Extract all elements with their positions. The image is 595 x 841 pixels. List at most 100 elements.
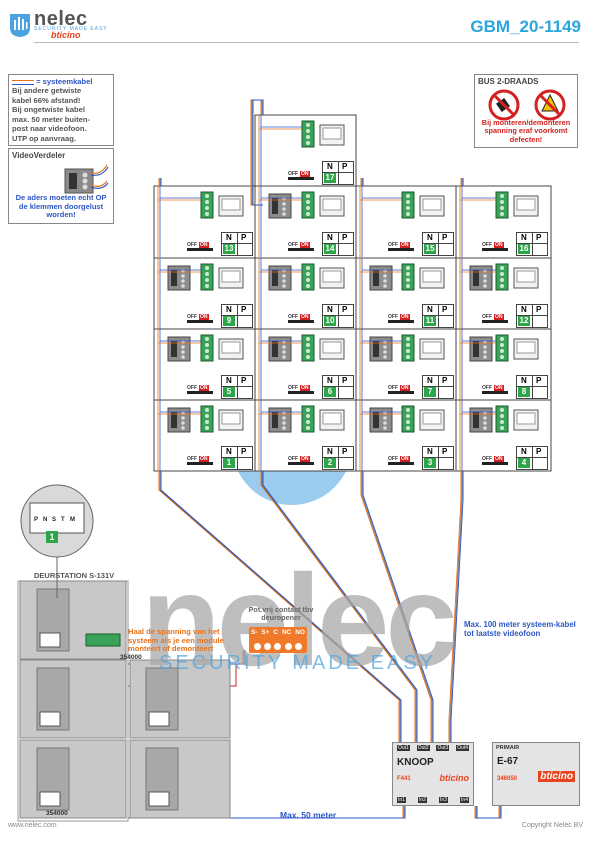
table-divider bbox=[222, 243, 252, 244]
power-warning-note: Haal de spanning van het systeem als je … bbox=[128, 627, 224, 654]
table-divider bbox=[338, 162, 339, 184]
monitor-terminal-block bbox=[495, 263, 509, 291]
max-50m-note: Max. 50 meter bbox=[280, 810, 337, 820]
distributor-terminal bbox=[483, 274, 487, 278]
terminal-screw bbox=[306, 426, 310, 430]
switch-off-label: OFF bbox=[187, 385, 197, 391]
switch-body bbox=[288, 462, 314, 465]
bus-warning-note: Bij monteren/demonteren spanning eraf vo… bbox=[481, 117, 571, 144]
apartment-number: 17 bbox=[324, 173, 336, 183]
n-label: N bbox=[226, 233, 232, 242]
p-label: P bbox=[241, 447, 247, 456]
power-supply-device: PRIMAIR E-67 346050 bticino bbox=[492, 742, 580, 806]
distributor-terminal bbox=[383, 279, 387, 283]
apartment-number: 9 bbox=[223, 316, 235, 326]
p-label: P bbox=[442, 305, 448, 314]
table-divider bbox=[423, 315, 453, 316]
terminal-screw bbox=[406, 408, 410, 412]
p-label: P bbox=[536, 447, 542, 456]
switch-off-label: OFF bbox=[388, 456, 398, 462]
table-divider bbox=[338, 376, 339, 398]
terminal-screw bbox=[306, 337, 310, 341]
terminal-screw bbox=[500, 420, 504, 424]
terminal-screw bbox=[406, 200, 410, 204]
terminal-screw bbox=[306, 135, 310, 139]
riser-1-grey bbox=[159, 471, 401, 742]
no-voltage-icon bbox=[534, 89, 566, 121]
monitor-terminal-block bbox=[401, 405, 415, 433]
cable-note-line: max. 50 meter buiten- bbox=[12, 114, 91, 124]
switch-body bbox=[187, 391, 213, 394]
distributor-terminal bbox=[181, 345, 185, 349]
monitor-screen bbox=[322, 270, 342, 283]
switch-body bbox=[187, 462, 213, 465]
document-title: GBM_20-1149 bbox=[470, 17, 581, 36]
riser-4-orange bbox=[448, 471, 462, 742]
terminal-screw bbox=[500, 266, 504, 270]
apartment-number: 3 bbox=[424, 458, 436, 468]
switch-off-label: OFF bbox=[482, 242, 492, 248]
footer-website: www.nelec.com bbox=[8, 822, 57, 829]
table-divider bbox=[532, 447, 533, 469]
cable-note-line: post naar videofoon. bbox=[12, 124, 87, 134]
cable-note-line: Bij andere getwiste bbox=[12, 86, 82, 96]
n-label: N bbox=[521, 305, 527, 314]
terminal-screw bbox=[205, 337, 209, 341]
distributor-terminal bbox=[483, 421, 487, 425]
switch-off-label: OFF bbox=[187, 242, 197, 248]
terminal-screw bbox=[306, 349, 310, 353]
knoop-device: KNOOP F441 bticino Out1 Out2 Out3 Out4 I… bbox=[392, 742, 474, 806]
riser-17-blue bbox=[252, 99, 264, 206]
n-label: N bbox=[427, 233, 433, 242]
table-divider bbox=[438, 305, 439, 327]
apartment-number: 16 bbox=[518, 244, 530, 254]
terminal-screw bbox=[306, 266, 310, 270]
monitor-terminal-block bbox=[495, 405, 509, 433]
apartment-number: 2 bbox=[324, 458, 336, 468]
apartment-number: 7 bbox=[424, 387, 436, 397]
table-divider bbox=[338, 233, 339, 255]
monitor-terminal-block bbox=[301, 191, 315, 219]
psu-label: E-67 bbox=[497, 756, 519, 767]
n-label: N bbox=[427, 376, 433, 385]
monitor-terminal-block bbox=[301, 263, 315, 291]
monitor-screen bbox=[221, 412, 241, 425]
distributor-terminal bbox=[181, 279, 185, 283]
monitor-terminal-block bbox=[495, 334, 509, 362]
monitor-screen bbox=[516, 412, 536, 425]
distributor-terminal bbox=[383, 284, 387, 288]
monitor-screen bbox=[221, 341, 241, 354]
table-divider bbox=[532, 233, 533, 255]
table-divider bbox=[222, 386, 252, 387]
screw-terminal-icon bbox=[274, 643, 282, 650]
dip-label: N bbox=[43, 517, 47, 523]
switch-body bbox=[388, 320, 414, 323]
table-divider bbox=[532, 376, 533, 398]
terminal-screw bbox=[306, 420, 310, 424]
table-divider bbox=[517, 243, 547, 244]
distributor-terminal bbox=[483, 355, 487, 359]
terminal-screw bbox=[500, 337, 504, 341]
switch-body bbox=[388, 248, 414, 251]
psu-link-orange bbox=[474, 806, 500, 819]
riser-3-blue bbox=[362, 471, 434, 742]
terminal-screw bbox=[406, 272, 410, 276]
bus-connector bbox=[39, 711, 61, 727]
dip-label: S bbox=[52, 517, 56, 523]
monitor-terminal-block bbox=[200, 405, 214, 433]
cable-legend-label: = systeemkabel bbox=[36, 77, 93, 86]
distributor-terminal bbox=[181, 416, 185, 420]
knoop-input-label: In1 bbox=[397, 797, 406, 803]
distributor-terminal bbox=[282, 274, 286, 278]
